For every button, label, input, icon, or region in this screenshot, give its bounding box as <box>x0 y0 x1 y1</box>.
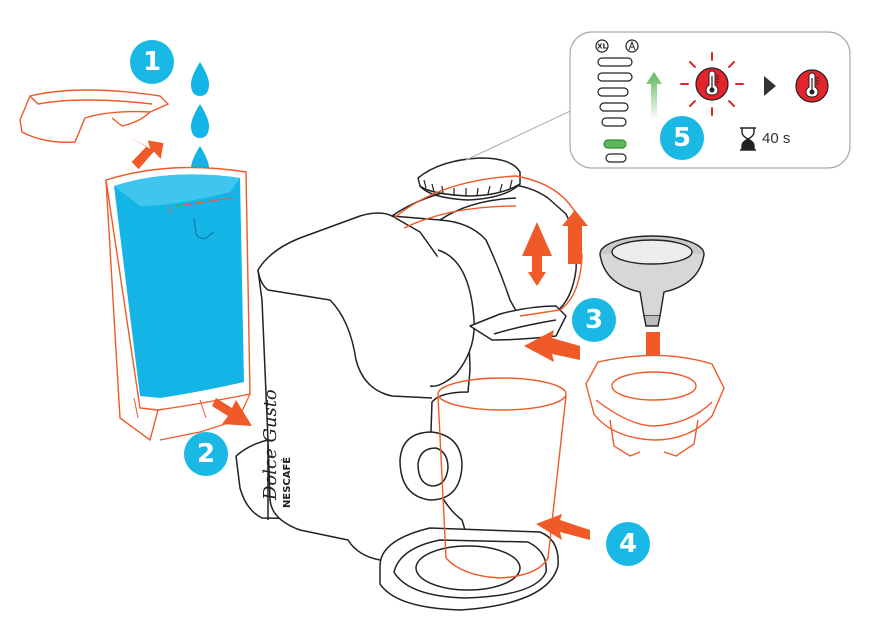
brewing-head-highlight <box>393 175 583 317</box>
brand-text: Dolce Gusto NESCAFÉ <box>260 389 293 508</box>
hourglass-icon <box>740 127 756 151</box>
thermometer-flashing-icon <box>680 52 744 116</box>
holder-insert-arrow-icon <box>524 330 580 362</box>
step-1-badge: 1 <box>130 40 174 84</box>
water-drops-icon <box>190 62 210 180</box>
cold-brew-icon <box>625 39 639 53</box>
xl-icon <box>595 39 609 53</box>
brand-model: Dolce Gusto <box>260 389 281 501</box>
control-panel-callout: XL <box>465 31 851 169</box>
lever-arrows-icon <box>522 210 588 286</box>
play-arrow-icon <box>764 76 776 96</box>
thermometer-icon <box>795 69 829 103</box>
step-3-badge: 3 <box>572 298 616 342</box>
capsule-holder <box>585 354 725 457</box>
step-5-badge: 5 <box>660 116 704 160</box>
step-2-badge: 2 <box>184 432 228 476</box>
lid-arrow-icon <box>129 137 164 170</box>
water-tank <box>105 166 251 442</box>
level-bar-green <box>603 139 627 149</box>
level-bars <box>597 57 633 163</box>
coffee-machine <box>235 157 578 611</box>
timer-label: 40 s <box>762 130 791 147</box>
capsule <box>599 235 705 327</box>
xl-icon-label: XL <box>597 43 607 51</box>
water-tank-lid <box>19 89 170 143</box>
green-up-arrow-icon <box>646 72 662 120</box>
cup-arrow-icon <box>536 514 590 540</box>
brand-nescafe: NESCAFÉ <box>280 457 293 508</box>
cup <box>437 377 567 579</box>
tank-insert-arrow-icon <box>212 398 252 426</box>
step-4-badge: 4 <box>606 522 650 566</box>
